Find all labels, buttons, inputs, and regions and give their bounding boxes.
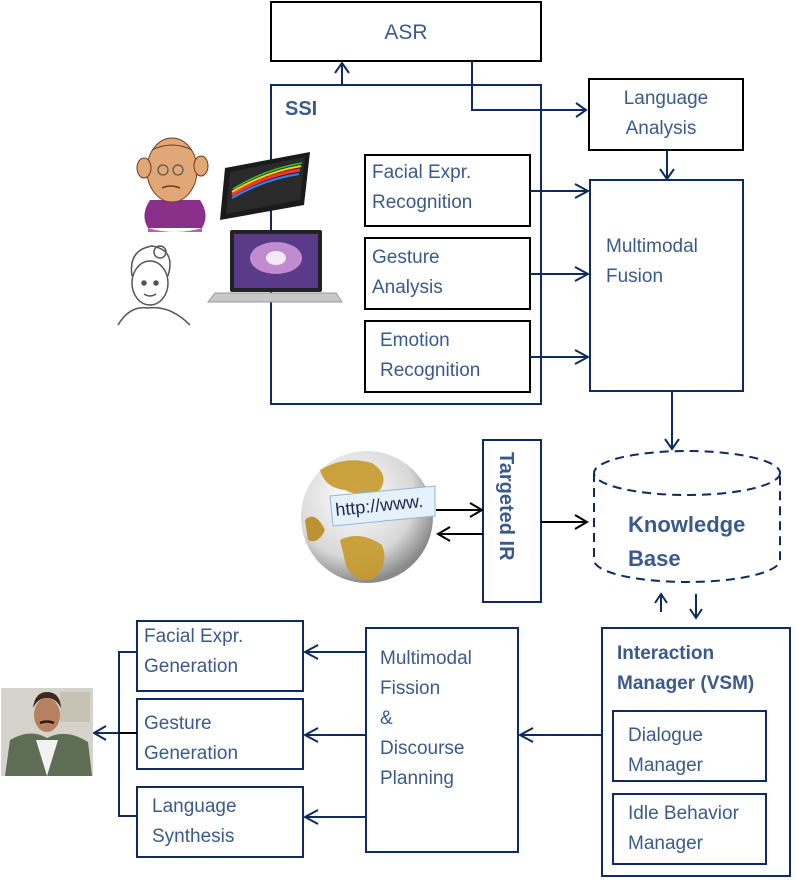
fission-line5: Planning	[380, 768, 454, 789]
language-analysis-box	[588, 78, 744, 151]
knowledge-base-cylinder	[593, 450, 781, 583]
arrowhead-right-icon	[574, 266, 591, 282]
emotion-recognition-line1: Emotion	[380, 330, 450, 351]
asr-to-language-line	[471, 61, 586, 111]
dialogue-manager-line2: Manager	[628, 755, 704, 776]
idle-behavior-manager-box	[612, 793, 767, 865]
targeted-ir-box	[482, 439, 542, 603]
emotion-recognition-line2: Recognition	[380, 360, 480, 381]
knowledge-base-line2: Base	[628, 546, 681, 571]
fission-line3: &	[380, 708, 393, 729]
language-synthesis-line2: Synthesis	[152, 826, 234, 847]
multimodal-fusion-line2: Fusion	[606, 266, 663, 287]
arrowhead-right-icon	[574, 183, 591, 199]
arrowhead-right-icon	[575, 102, 588, 118]
multimodal-fusion-box	[589, 179, 744, 392]
arrowhead-left-icon	[92, 725, 107, 741]
virtual-agent-image	[1, 688, 93, 776]
arrowhead-right-icon	[574, 349, 591, 365]
gesture-analysis-line2: Analysis	[372, 277, 443, 298]
facial-generation-box	[136, 620, 304, 692]
gesture-generation-line2: Generation	[144, 743, 238, 764]
arrowhead-down-icon	[664, 438, 680, 451]
arrowhead-right-icon	[574, 514, 589, 530]
idle-behavior-manager-line2: Manager	[628, 833, 704, 854]
tablet-image	[220, 152, 310, 220]
language-synthesis-line1: Language	[152, 796, 237, 817]
multimodal-fusion-line1: Multimodal	[606, 236, 698, 257]
facial-recognition-line2: Recognition	[372, 192, 472, 213]
gesture-analysis-line1: Gesture	[372, 247, 440, 268]
gesture-generation-line1: Gesture	[144, 713, 212, 734]
ssi-label: SSI	[285, 98, 317, 120]
dialogue-manager-line1: Dialogue	[628, 725, 703, 746]
arrowhead-left-icon	[302, 809, 319, 825]
arrowhead-left-icon	[517, 727, 534, 743]
facial-generation-line2: Generation	[144, 656, 238, 677]
targeted-ir-label: Targeted IR	[495, 452, 517, 561]
language-analysis-line2: Analysis	[626, 118, 697, 139]
arrowhead-left-icon	[302, 644, 319, 660]
arrowhead-up-icon	[654, 592, 668, 604]
fission-line4: Discourse	[380, 738, 464, 759]
facial-generation-line1: Facial Expr.	[144, 626, 243, 647]
facial-recognition-box	[364, 154, 531, 227]
asr-box	[270, 1, 542, 62]
fission-line2: Fission	[380, 678, 440, 699]
facial-recognition-line1: Facial Expr.	[372, 162, 471, 183]
asr-label: ASR	[384, 21, 427, 44]
arrowhead-right-icon	[469, 502, 484, 518]
laptop-image	[206, 230, 343, 303]
arrowhead-down-icon	[689, 608, 703, 620]
dialogue-manager-box	[612, 710, 767, 782]
woman-sketch-image	[117, 245, 191, 326]
multimodal-fission-box	[365, 627, 519, 853]
language-synthesis-box	[136, 786, 304, 858]
language-analysis-line1: Language	[624, 88, 709, 109]
arrowhead-up-icon	[334, 61, 350, 74]
elderly-man-image	[136, 137, 209, 232]
knowledge-base-line1: Knowledge	[628, 512, 745, 537]
idle-behavior-manager-line1: Idle Behavior	[628, 803, 740, 824]
fission-line1: Multimodal	[380, 648, 472, 669]
interaction-manager-line2: Manager (VSM)	[617, 673, 754, 694]
internet-globe-image: http://www.	[301, 451, 436, 583]
emotion-recognition-box	[364, 320, 531, 393]
arrowhead-left-icon	[302, 727, 319, 743]
interaction-manager-line1: Interaction	[617, 643, 714, 664]
arrowhead-left-icon	[436, 526, 451, 542]
